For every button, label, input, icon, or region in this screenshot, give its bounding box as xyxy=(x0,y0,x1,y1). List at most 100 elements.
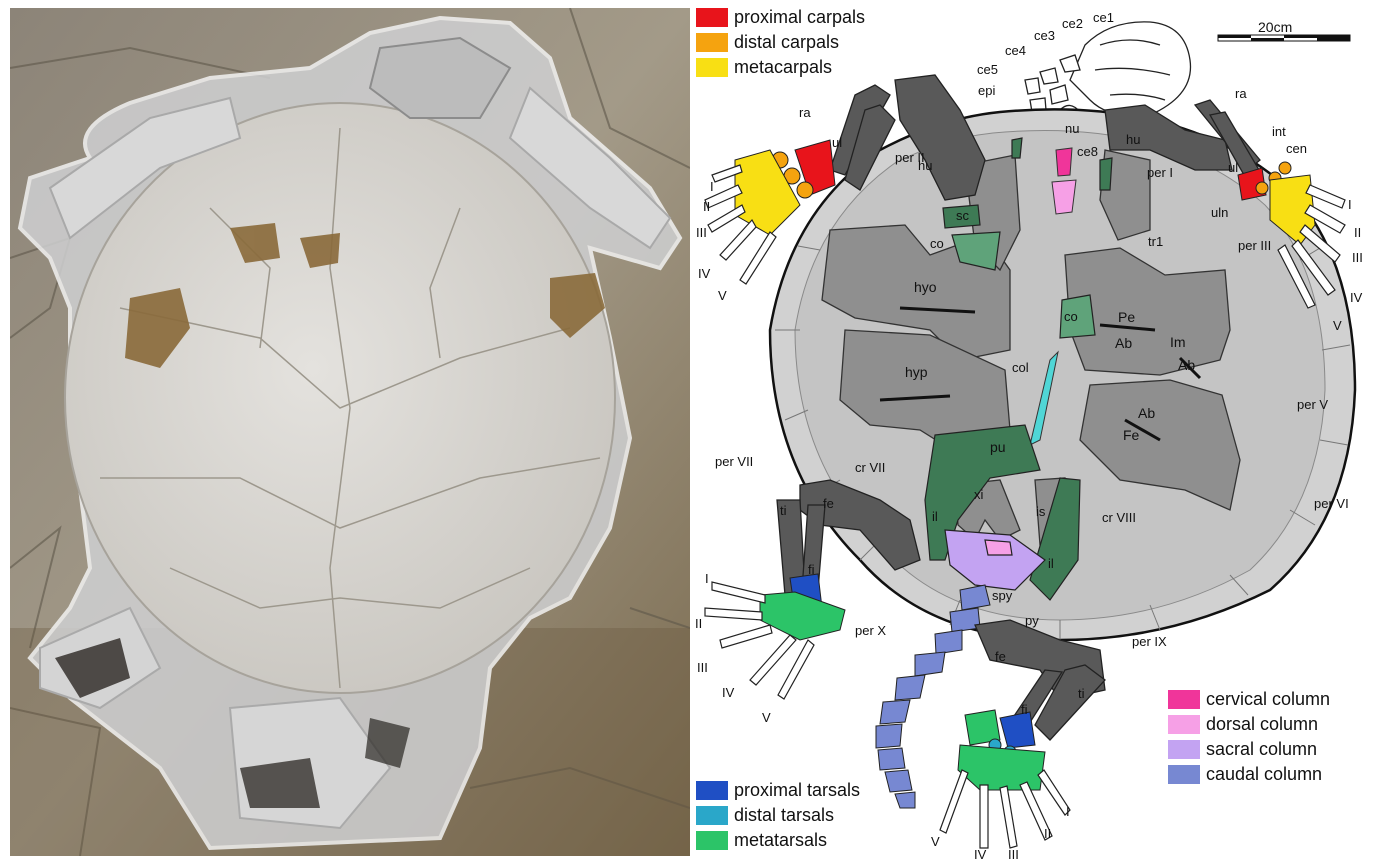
label-ra-right: ra xyxy=(1235,86,1247,101)
digit-pes-right-3: III xyxy=(1008,847,1019,861)
label-Im: Im xyxy=(1170,334,1186,350)
label-Pe: Pe xyxy=(1118,309,1135,325)
legend-top: proximal carpals distal carpals metacarp… xyxy=(696,7,865,77)
label-uln: uln xyxy=(1211,205,1228,220)
label-per-V: per V xyxy=(1297,397,1328,412)
label-fe-left: fe xyxy=(823,496,834,511)
label-ra-left: ra xyxy=(799,105,811,120)
legend-label-proximal-carpals: proximal carpals xyxy=(734,7,865,27)
digit-pes-left-1: I xyxy=(705,571,709,586)
label-co-right: co xyxy=(1064,309,1078,324)
label-pu: pu xyxy=(990,439,1006,455)
label-ce2: ce2 xyxy=(1062,16,1083,31)
legend-swatch-metacarpals xyxy=(696,58,728,77)
label-col: col xyxy=(1012,360,1029,375)
label-Fe: Fe xyxy=(1123,427,1140,443)
label-ti-left: ti xyxy=(780,503,787,518)
legend-label-proximal-tarsals: proximal tarsals xyxy=(734,780,860,800)
digit-pes-right-4: IV xyxy=(974,847,987,861)
digit-pes-left-5: V xyxy=(762,710,771,725)
legend-bottom-right: cervical column dorsal column sacral col… xyxy=(1168,689,1330,784)
scale-bar-label: 20cm xyxy=(1258,19,1292,35)
label-Ab-1: Ab xyxy=(1115,335,1132,351)
legend-swatch-caudal-column xyxy=(1168,765,1200,784)
label-ce8: ce8 xyxy=(1077,144,1098,159)
digit-manus-right-1: I xyxy=(1348,197,1352,212)
label-ce4: ce4 xyxy=(1005,43,1026,58)
label-co-left: co xyxy=(930,236,944,251)
digit-pes-left-3: III xyxy=(697,660,708,675)
legend-label-cervical-column: cervical column xyxy=(1206,689,1330,709)
digit-manus-right-5: V xyxy=(1333,318,1342,333)
fossil-photo-art xyxy=(10,8,690,856)
label-per-I: per I xyxy=(1147,165,1173,180)
digit-manus-left-2: II xyxy=(703,199,710,214)
label-Ab-2: Ab xyxy=(1178,357,1195,373)
digit-pes-left-4: IV xyxy=(722,685,735,700)
label-per-III: per III xyxy=(1238,238,1271,253)
label-per-II: per II xyxy=(895,150,925,165)
legend-label-caudal-column: caudal column xyxy=(1206,764,1322,784)
label-hyp: hyp xyxy=(905,364,928,380)
label-per-IX: per IX xyxy=(1132,634,1167,649)
legend-label-metacarpals: metacarpals xyxy=(734,57,832,77)
legend-swatch-proximal-carpals xyxy=(696,8,728,27)
legend-label-distal-carpals: distal carpals xyxy=(734,32,839,52)
legend-bottom-left: proximal tarsals distal tarsals metatars… xyxy=(696,780,860,850)
label-fi-left: fi xyxy=(808,562,815,577)
digit-pes-right-1: I xyxy=(1066,804,1070,819)
label-fe-right: fe xyxy=(995,649,1006,664)
label-hu-right: hu xyxy=(1126,132,1140,147)
digit-manus-right-2: II xyxy=(1354,225,1361,240)
label-per-VII: per VII xyxy=(715,454,753,469)
digit-manus-right-3: III xyxy=(1352,250,1363,265)
dorsal-vertebra xyxy=(1052,180,1076,214)
digit-manus-left-3: III xyxy=(696,225,707,240)
legend-label-metatarsals: metatarsals xyxy=(734,830,827,850)
legend-label-sacral-column: sacral column xyxy=(1206,739,1317,759)
label-int: int xyxy=(1272,124,1286,139)
label-tr1: tr1 xyxy=(1148,234,1163,249)
label-per-X: per X xyxy=(855,623,886,638)
label-is: is xyxy=(1036,504,1046,519)
label-cr-VII: cr VII xyxy=(855,460,885,475)
label-epi: epi xyxy=(978,83,995,98)
label-per-VI: per VI xyxy=(1314,496,1349,511)
digit-pes-right-5: V xyxy=(931,834,940,849)
legend-label-distal-tarsals: distal tarsals xyxy=(734,805,834,825)
label-ul-right: ul xyxy=(1228,160,1238,175)
label-ul-left: ul xyxy=(832,135,842,150)
legend-swatch-metatarsals xyxy=(696,831,728,850)
label-nu: nu xyxy=(1065,121,1079,136)
legend-swatch-distal-carpals xyxy=(696,33,728,52)
interpretive-drawing: proximal carpals distal carpals metacarp… xyxy=(690,0,1377,861)
label-cr-VIII: cr VIII xyxy=(1102,510,1136,525)
label-ce1: ce1 xyxy=(1093,10,1114,25)
legend-swatch-proximal-tarsals xyxy=(696,781,728,800)
label-sc: sc xyxy=(956,208,970,223)
digit-pes-left-2: II xyxy=(695,616,702,631)
legend-swatch-distal-tarsals xyxy=(696,806,728,825)
label-fi-right: fi xyxy=(1021,702,1028,717)
label-cen: cen xyxy=(1286,141,1307,156)
digit-manus-left-5: V xyxy=(718,288,727,303)
cervical-vertebra-ce8 xyxy=(1056,148,1072,176)
label-ce3: ce3 xyxy=(1034,28,1055,43)
pes-left xyxy=(705,574,845,699)
fossil-photograph xyxy=(10,8,690,856)
digit-pes-right-2: II xyxy=(1044,826,1051,841)
legend-label-dorsal-column: dorsal column xyxy=(1206,714,1318,734)
label-il-left: il xyxy=(932,509,938,524)
label-spy: spy xyxy=(992,588,1013,603)
label-xi: xi xyxy=(974,487,984,502)
digit-manus-left-4: IV xyxy=(698,266,711,281)
label-py: py xyxy=(1025,613,1039,628)
label-ti-right: ti xyxy=(1078,686,1085,701)
label-ce5: ce5 xyxy=(977,62,998,77)
label-hyo: hyo xyxy=(914,279,937,295)
legend-swatch-dorsal-column xyxy=(1168,715,1200,734)
label-Ab-3: Ab xyxy=(1138,405,1155,421)
scale-bar: 20cm xyxy=(1218,19,1350,41)
digit-manus-right-4: IV xyxy=(1350,290,1363,305)
